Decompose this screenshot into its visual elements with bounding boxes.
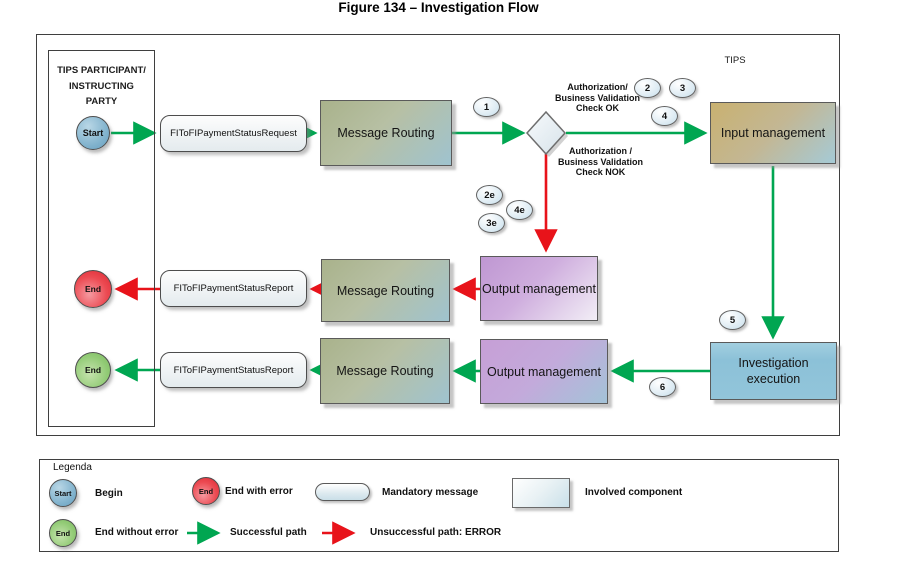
step-badge-2e: 2e [476,185,503,205]
legend-involved-component-icon [512,478,570,508]
legend-error-path-label: Unsuccessful path: ERROR [370,527,502,538]
check-ok-annotation: Authorization/ Business Validation Check… [554,82,641,113]
payment-status-report-message-2: FIToFIPaymentStatusReport [160,352,307,388]
legend-end-error-icon: End [192,477,220,505]
legend-begin-icon: Start [49,479,77,507]
diagram-frame [36,34,840,436]
legend-end-success-icon: End [49,519,77,547]
end-without-error-node: End [75,352,111,388]
payment-status-report-message-1: FIToFIPaymentStatusReport [160,270,307,307]
legend-end-error-label: End with error [225,486,293,497]
legend-mandatory-message-icon [315,483,370,501]
message-routing-box-2: Message Routing [321,259,450,322]
end-with-error-node: End [74,270,112,308]
step-badge-6: 6 [649,377,676,397]
step-badge-3e: 3e [478,213,505,233]
message-routing-box-1: Message Routing [320,100,452,166]
legend-involved-component-label: Involved component [585,487,683,498]
legend-success-path-label: Successful path [230,527,307,538]
step-badge-5: 5 [719,310,746,330]
message-routing-box-3: Message Routing [320,338,450,404]
step-badge-3: 3 [669,78,696,98]
output-management-box-2: Output management [480,339,608,404]
step-badge-1: 1 [473,97,500,117]
legend-mandatory-message-label: Mandatory message [382,487,479,498]
legend-begin-label: Begin [95,488,123,499]
investigation-execution-box: Investigation execution [710,342,837,400]
legend-end-success-label: End without error [95,527,179,538]
check-nok-annotation: Authorization / Business Validation Chec… [557,146,644,177]
input-management-box: Input management [710,102,836,164]
legend-frame [39,459,839,552]
payment-status-request-message: FIToFIPaymentStatusRequest [160,115,307,152]
step-badge-2: 2 [634,78,661,98]
start-node: Start [76,116,110,150]
output-management-box-1: Output management [480,256,598,321]
participant-lane-label: TIPS PARTICIPANT/ INSTRUCTING PARTY [57,65,146,107]
step-badge-4e: 4e [506,200,533,220]
tips-lane-label: TIPS [724,55,746,66]
figure-title: Figure 134 – Investigation Flow [338,0,539,15]
step-badge-4: 4 [651,106,678,126]
legend-title: Legenda [53,462,92,473]
participant-lane: TIPS PARTICIPANT/ INSTRUCTING PARTY [48,50,155,427]
